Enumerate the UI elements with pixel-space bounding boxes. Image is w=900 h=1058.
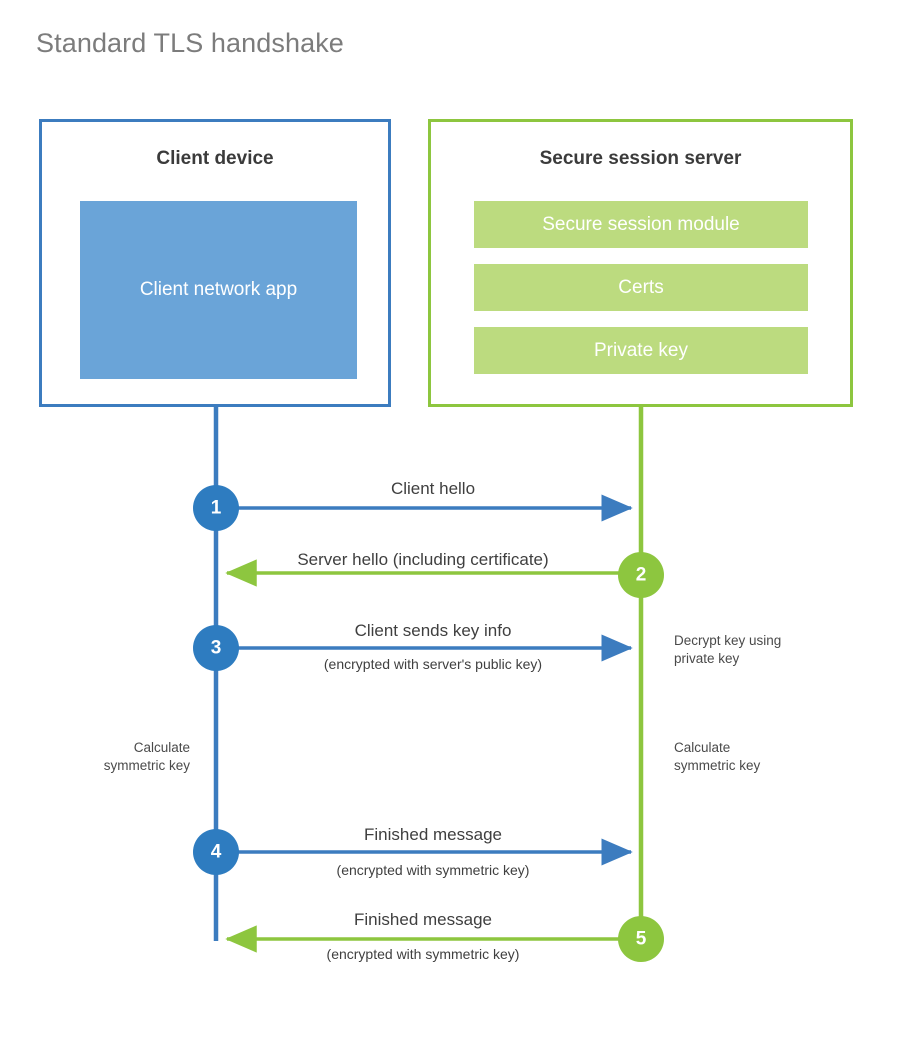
client-network-app-block: Client network app — [80, 201, 357, 379]
step-4-sublabel: (encrypted with symmetric key) — [336, 862, 530, 878]
step-2-number: 2 — [636, 565, 647, 586]
annotation-server-decrypt: Decrypt key using private key — [674, 632, 864, 668]
annotation-client-calc-line2: symmetric key — [103, 758, 190, 774]
step-4-label: Finished message — [364, 825, 502, 844]
client-device-title: Client device — [156, 148, 274, 169]
annotation-server-calc-line2: symmetric key — [674, 758, 761, 774]
step-5-number: 5 — [636, 929, 647, 950]
step-3-number: 3 — [211, 638, 222, 659]
step-3-sublabel: (encrypted with server's public key) — [323, 656, 543, 672]
step-marker-4: 4 — [193, 829, 239, 875]
step-marker-2: 2 — [618, 552, 664, 598]
server-component-secure-session-module: Secure session module — [474, 201, 808, 248]
step-marker-1: 1 — [193, 485, 239, 531]
annotation-client-calc-line1: Calculate — [133, 740, 190, 755]
step-5-label: Finished message — [354, 910, 492, 929]
step-1-number: 1 — [211, 498, 222, 519]
annotation-server-decrypt-line1: Decrypt key using — [674, 633, 782, 648]
annotation-server-calculate-symmetric-key: Calculate symmetric key — [674, 739, 844, 775]
page-title: Standard TLS handshake — [36, 28, 344, 58]
client-device-panel: Client device Client network app — [39, 119, 391, 407]
secure-session-server-panel: Secure session server Secure session mod… — [428, 119, 853, 407]
server-component-private-key: Private key — [474, 327, 808, 374]
step-marker-5: 5 — [618, 916, 664, 962]
annotation-server-calc-line1: Calculate — [674, 740, 731, 755]
step-3-label: Client sends key info — [354, 621, 512, 640]
step-2-label: Server hello (including certificate) — [297, 550, 549, 569]
annotation-server-decrypt-line2: private key — [674, 651, 740, 667]
step-5-sublabel: (encrypted with symmetric key) — [326, 946, 520, 962]
step-1-label: Client hello — [390, 479, 476, 498]
annotation-client-calculate-symmetric-key: Calculate symmetric key — [30, 739, 190, 775]
server-component-certs: Certs — [474, 264, 808, 311]
step-marker-3: 3 — [193, 625, 239, 671]
secure-session-server-title: Secure session server — [539, 148, 742, 169]
step-4-number: 4 — [211, 842, 222, 863]
